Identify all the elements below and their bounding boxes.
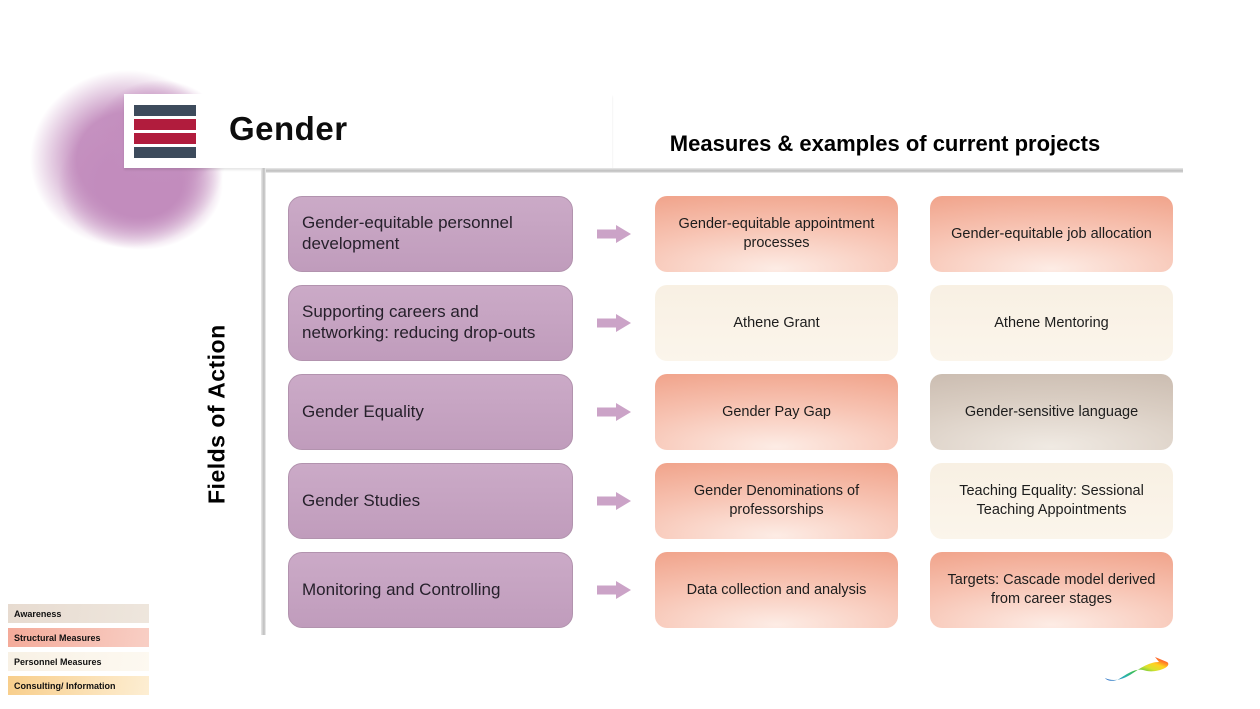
measure-box: Teaching Equality: Sessional Teaching Ap… — [930, 463, 1173, 539]
measure-label: Gender Denominations of professorships — [693, 483, 860, 518]
four-stripe-logo-icon — [127, 97, 203, 165]
fields-measures-grid: Gender-equitable personnel development G… — [288, 196, 1173, 641]
arrow-cell — [573, 196, 655, 272]
arrow-cell — [573, 552, 655, 628]
fields-of-action-row: Supporting careers and networking: reduc… — [288, 285, 1173, 361]
legend-item: Structural Measures — [8, 628, 149, 647]
legend-item-label: Awareness — [14, 608, 62, 619]
field-of-action-box: Gender-equitable personnel development — [288, 196, 573, 272]
fields-of-action-row: Gender Studies Gender Denominations of p… — [288, 463, 1173, 539]
logo-stripe — [134, 104, 196, 116]
measure-label: Gender-equitable appointment processes — [678, 216, 875, 251]
legend: Awareness Structural Measures Personnel … — [8, 604, 149, 700]
measure-box: Gender-equitable job allocation — [930, 196, 1173, 272]
field-of-action-label: Gender Equality — [302, 401, 424, 421]
measure-box: Gender-sensitive language — [930, 374, 1173, 450]
measure-box: Gender Denominations of professorships — [655, 463, 898, 539]
legend-item-label: Structural Measures — [14, 632, 101, 643]
right-arrow-icon — [597, 225, 631, 243]
right-arrow-icon — [597, 403, 631, 421]
fields-of-action-axis-label: Fields of Action — [203, 324, 230, 505]
right-arrow-icon — [597, 492, 631, 510]
measure-label: Gender-equitable job allocation — [951, 225, 1152, 242]
fields-of-action-row: Gender-equitable personnel development G… — [288, 196, 1173, 272]
measure-box: Data collection and analysis — [655, 552, 898, 628]
field-of-action-box: Monitoring and Controlling — [288, 552, 573, 628]
field-of-action-label: Gender-equitable personnel development — [302, 213, 513, 253]
measure-box: Gender Pay Gap — [655, 374, 898, 450]
arrow-cell — [573, 463, 655, 539]
legend-item-label: Personnel Measures — [14, 656, 102, 667]
right-arrow-icon — [597, 581, 631, 599]
header-background — [124, 94, 612, 168]
legend-item-label: Consulting/ Information — [14, 680, 116, 691]
field-of-action-box: Supporting careers and networking: reduc… — [288, 285, 573, 361]
arrow-cell — [573, 374, 655, 450]
arrow-cell — [573, 285, 655, 361]
measure-label: Targets: Cascade model derived from care… — [947, 572, 1156, 607]
fields-of-action-row: Monitoring and Controlling Data collecti… — [288, 552, 1173, 628]
measure-box: Gender-equitable appointment processes — [655, 196, 898, 272]
measure-label: Data collection and analysis — [686, 581, 867, 598]
measure-box: Athene Grant — [655, 285, 898, 361]
legend-item: Personnel Measures — [8, 652, 149, 671]
field-of-action-box: Gender Equality — [288, 374, 573, 450]
field-of-action-label: Monitoring and Controlling — [302, 579, 501, 599]
measure-box: Athene Mentoring — [930, 285, 1173, 361]
field-of-action-label: Gender Studies — [302, 490, 421, 510]
horizontal-divider — [262, 168, 1183, 173]
vertical-divider — [261, 168, 266, 635]
logo-stripe — [134, 118, 196, 130]
measure-label: Gender-sensitive language — [964, 403, 1139, 420]
slide-subtitle: Measures & examples of current projects — [669, 131, 1101, 156]
legend-item: Consulting/ Information — [8, 676, 149, 695]
measure-label: Gender Pay Gap — [722, 403, 831, 420]
page-title: Gender — [229, 110, 348, 147]
logo-stripe — [134, 132, 196, 144]
right-arrow-icon — [597, 314, 631, 332]
measure-box: Targets: Cascade model derived from care… — [930, 552, 1173, 628]
logo-stripe — [134, 146, 196, 158]
measure-label: Athene Grant — [733, 314, 820, 331]
measure-label: Athene Mentoring — [994, 314, 1109, 331]
field-of-action-box: Gender Studies — [288, 463, 573, 539]
field-of-action-label: Supporting careers and networking: reduc… — [302, 302, 536, 342]
fields-of-action-row: Gender Equality Gender Pay Gap Gender-se… — [288, 374, 1173, 450]
rainbow-swoosh-graphic — [1105, 657, 1169, 681]
legend-item: Awareness — [8, 604, 149, 623]
measure-label: Teaching Equality: Sessional Teaching Ap… — [959, 483, 1144, 518]
